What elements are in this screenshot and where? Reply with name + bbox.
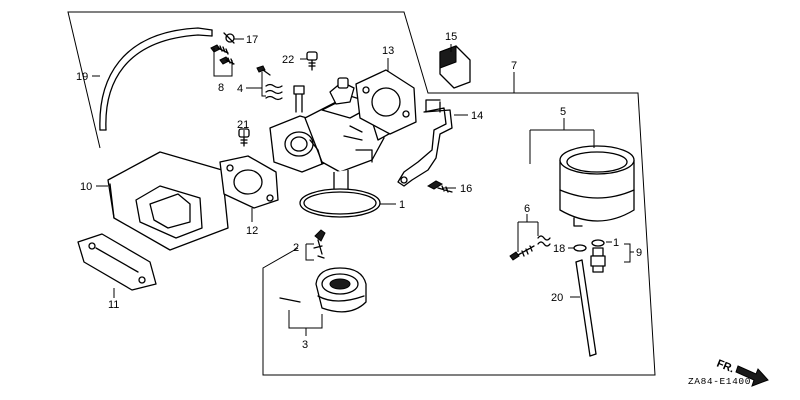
callout-5: 5	[560, 106, 566, 118]
part-3-float-bowl	[279, 267, 367, 313]
part-12-gasket	[219, 155, 279, 209]
callout-10: 10	[80, 181, 92, 193]
callout-20: 20	[551, 292, 563, 304]
part-16-bolt	[426, 180, 453, 193]
callout-17: 17	[246, 34, 258, 46]
diagram-code: ZA84-E1400	[688, 376, 751, 387]
part-4-screw-spring	[256, 65, 283, 101]
callout-11: 11	[108, 299, 119, 311]
part-20-drain-tube	[575, 259, 597, 357]
callout-3: 3	[302, 339, 308, 351]
leader-lines	[92, 38, 634, 336]
callout-15: 15	[445, 31, 457, 43]
part-15-cap	[439, 45, 471, 89]
part-8-screws	[210, 44, 235, 65]
part-14-bracket	[397, 99, 453, 187]
callout-19: 19	[76, 71, 88, 83]
part-5-air-cleaner-element	[559, 145, 635, 227]
callout-18: 18	[553, 243, 565, 255]
callout-13: 13	[382, 45, 394, 57]
part-11-gasket	[77, 233, 157, 291]
part-19-fuel-tube	[99, 27, 213, 131]
part-2-needle-valve	[313, 229, 326, 259]
callout-14: 14	[471, 110, 483, 122]
callout-8: 8	[218, 82, 224, 94]
part-17-tube-clip	[223, 32, 235, 44]
callout-16: 16	[460, 183, 472, 195]
assembly-boundary	[67, 11, 656, 376]
callout-1b: 1	[613, 237, 619, 249]
callout-22: 22	[282, 54, 294, 66]
callout-1: 1	[399, 199, 405, 211]
part-10-air-cleaner-base	[107, 151, 229, 251]
part-6-screw-spring	[509, 235, 551, 261]
part-9-drain-fitting	[590, 239, 606, 273]
part-1-gasket-ring	[299, 188, 381, 218]
callout-7: 7	[511, 60, 517, 72]
part-22-screw	[306, 51, 318, 71]
front-label: FR.	[715, 358, 736, 376]
front-arrow-icon	[735, 365, 769, 387]
callout-12: 12	[246, 225, 258, 237]
callout-9: 9	[636, 247, 642, 259]
part-13-gasket	[355, 69, 417, 135]
callout-21: 21	[237, 119, 249, 131]
callout-4: 4	[237, 83, 243, 95]
part-18-washer	[573, 244, 587, 252]
callout-6: 6	[524, 203, 530, 215]
callout-labels: 19 17 8 22 4 21 13 15 7 14 16 1 10 12 11…	[76, 31, 642, 351]
callout-2: 2	[293, 242, 299, 254]
